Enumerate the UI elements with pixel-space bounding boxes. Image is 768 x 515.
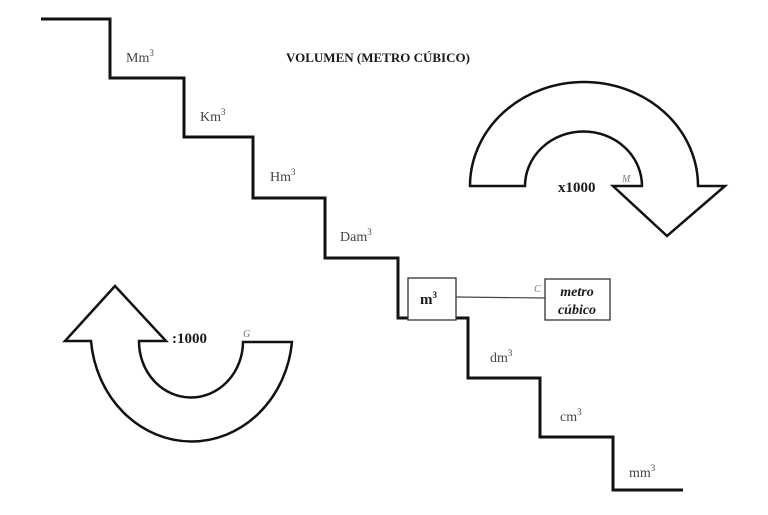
unit-name-box: [544, 278, 611, 321]
unit-label-mm3: mm3: [629, 463, 656, 481]
unit-name-line2: cúbico: [558, 303, 596, 318]
unit-prefix: Km: [200, 110, 221, 125]
unit-label-mm3-mega: Mm3: [126, 48, 154, 66]
connector-hint-mark: C: [534, 284, 541, 295]
unit-label-dam3: Dam3: [340, 227, 372, 245]
unit-prefix: mm: [629, 466, 651, 481]
staircase-line: [41, 17, 683, 492]
unit-exponent: 3: [508, 348, 513, 358]
unit-exponent: 3: [291, 167, 296, 177]
multiply-hint-mark: M: [621, 174, 631, 185]
divide-hint-mark: G: [243, 329, 250, 340]
connector-line: [455, 296, 546, 299]
divide-arrow-icon: [62, 284, 294, 443]
unit-exponent: 3: [149, 48, 154, 58]
unit-prefix: m: [420, 292, 433, 308]
unit-label-cm3: cm3: [560, 407, 582, 425]
diagram-title: VOLUMEN (METRO CÚBICO): [286, 50, 470, 65]
unit-exponent: 3: [651, 463, 656, 473]
unit-label-m3: m3: [420, 290, 438, 308]
base-unit-box: [407, 277, 457, 321]
unit-prefix: Mm: [126, 51, 149, 66]
unit-exponent: 3: [367, 227, 372, 237]
unit-label-dm3: dm3: [490, 348, 513, 366]
unit-label-hm3: Hm3: [270, 167, 296, 185]
unit-exponent: 3: [221, 107, 226, 117]
multiply-factor-label: x1000: [558, 180, 596, 196]
unit-prefix: dm: [490, 351, 508, 366]
unit-name-line1: metro: [560, 285, 593, 300]
unit-prefix: cm: [560, 410, 577, 425]
multiply-arrow-icon: [468, 80, 729, 238]
unit-prefix: Dam: [340, 230, 367, 245]
divide-factor-label: :1000: [172, 331, 207, 347]
unit-exponent: 3: [577, 407, 582, 417]
unit-label-km3: Km3: [200, 107, 226, 125]
unit-prefix: Hm: [270, 170, 291, 185]
unit-exponent: 3: [433, 290, 438, 300]
